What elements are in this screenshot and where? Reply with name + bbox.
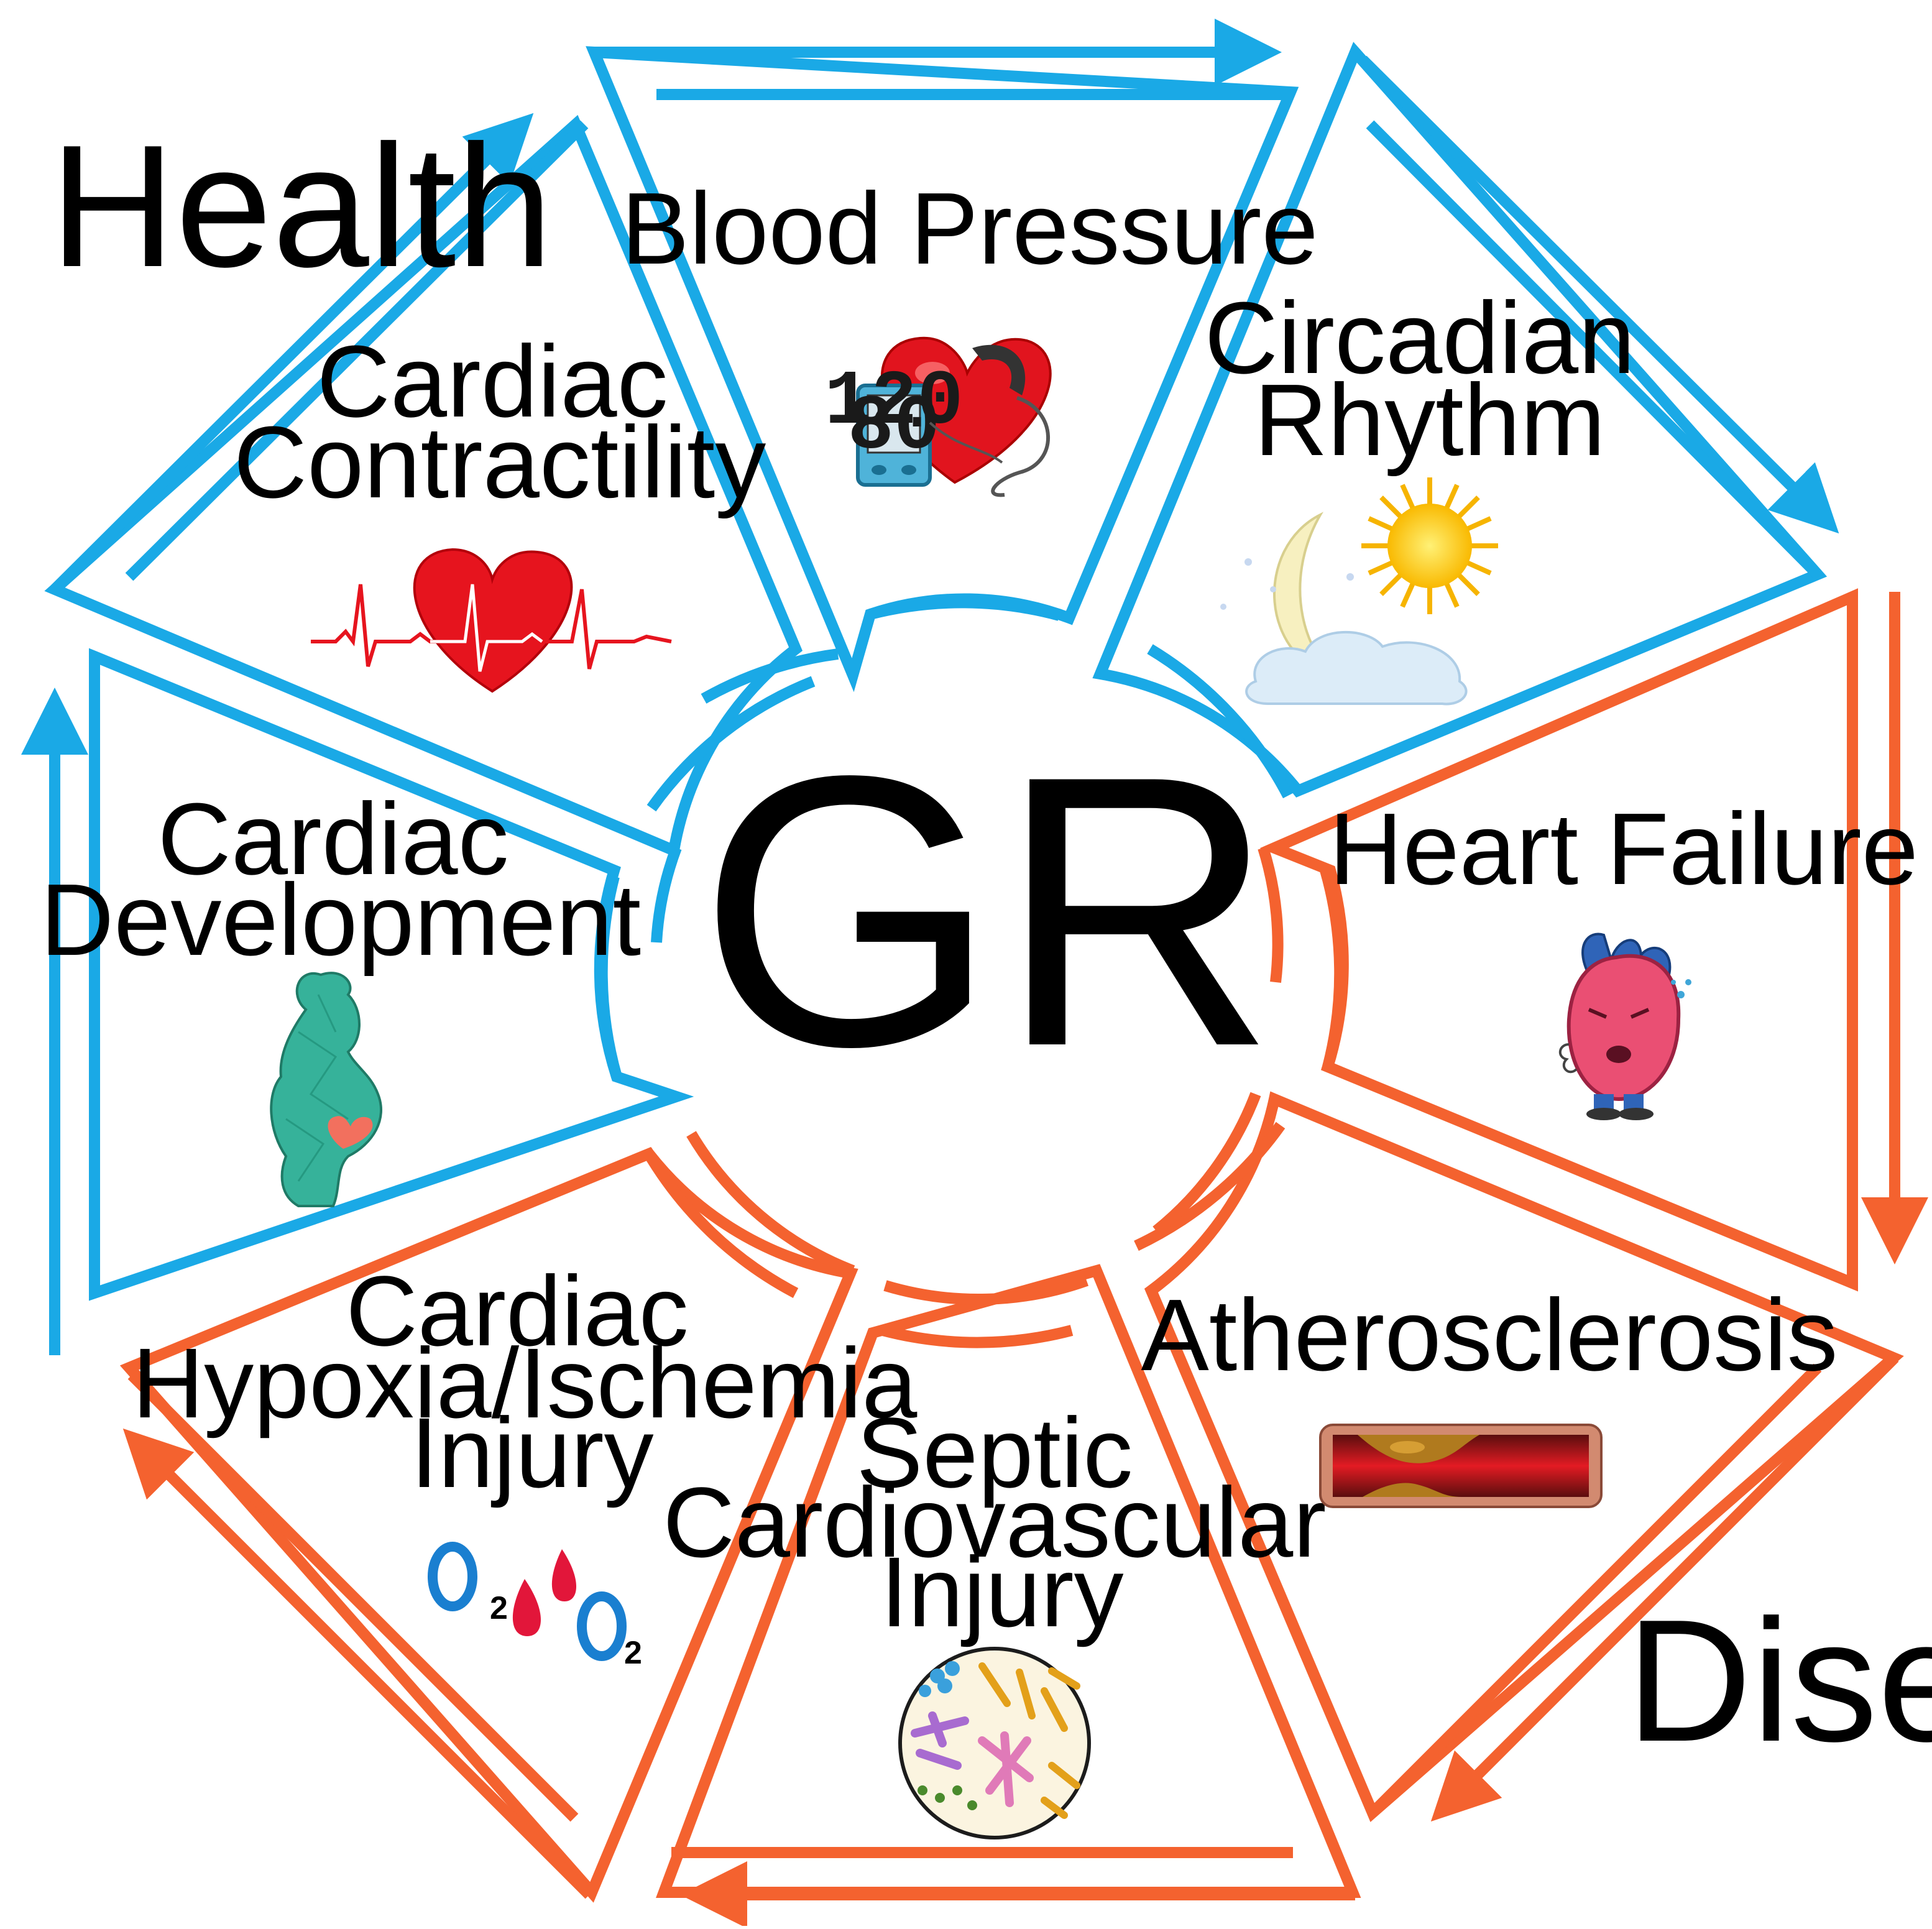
center-label: GR xyxy=(698,696,1276,1126)
label-hypoxia-line2: Hypoxia/Ischemia xyxy=(132,1327,918,1439)
bacteria-petri-dish-icon xyxy=(898,1647,1091,1839)
label-development-line1: Cardiac xyxy=(157,782,508,896)
ring-arc-blue-4 xyxy=(596,875,622,1079)
health-label: Health xyxy=(50,109,553,303)
ring-arc-blue-3 xyxy=(1147,644,1293,799)
track-lower-right xyxy=(1368,1363,1822,1817)
blood-pressure-monitor-heart-icon: 120 80 xyxy=(824,336,1052,497)
arrow-lower-left xyxy=(122,1428,594,1899)
label-atherosclerosis: Atherosclerosis xyxy=(1141,1278,1838,1392)
arrow-upper-right xyxy=(1358,55,1839,534)
ring-arc-red-1 xyxy=(1320,868,1346,1069)
blood-drop-left xyxy=(512,1579,541,1636)
segment-outline-circadian-rhythm xyxy=(1092,42,1828,798)
ring-arc-red-5 xyxy=(1258,846,1284,983)
monitor-reading-bottom: 80 xyxy=(848,384,941,471)
o2-subscript-left: 2 xyxy=(490,1590,508,1626)
label-hypoxia-line3: Injury xyxy=(410,1397,653,1508)
label-septic-line3: Injury xyxy=(880,1536,1123,1647)
label-heart-failure: Heart Failure xyxy=(1329,792,1918,906)
inner-ring-arcs xyxy=(596,597,1346,1348)
plaque-artery-icon xyxy=(1319,1424,1603,1508)
label-septic-line1: Septic xyxy=(857,1397,1133,1508)
arrow-upper-left xyxy=(50,113,534,594)
moon-sun-cloud-icon xyxy=(1220,477,1498,706)
label-contractility-line2: Contractility xyxy=(234,405,766,519)
ring-arc-red-6 xyxy=(1152,1092,1261,1236)
label-hypoxia-line1: Cardiac xyxy=(346,1255,688,1366)
ring-arc-red-3 xyxy=(881,1325,1074,1348)
arrow-lower-right xyxy=(1430,1353,1899,1822)
cycle-arrows xyxy=(21,19,1928,1928)
track-lower-left xyxy=(127,1371,579,1822)
ring-arc-red-4 xyxy=(642,1147,799,1298)
segment-outline-atherosclerosis xyxy=(1144,1091,1904,1822)
segment-labels: Blood Pressure Circadian Rhythm Heart Fa… xyxy=(40,172,1918,1647)
star-icons xyxy=(1220,558,1354,610)
label-blood-pressure: Blood Pressure xyxy=(621,172,1318,285)
label-circadian-line2: Rhythm xyxy=(1254,363,1605,477)
ring-arc-blue-2 xyxy=(868,597,1061,621)
oxygen-blood-drops-icon: 2 2 xyxy=(428,1542,642,1671)
heart-ecg-icon xyxy=(311,548,672,693)
track-upper-left xyxy=(125,120,589,581)
track-upper-right xyxy=(1366,120,1822,579)
label-contractility-line1: Cardiac xyxy=(316,325,668,438)
disease-label: Disease xyxy=(1626,1584,1932,1778)
o2-subscript-right: 2 xyxy=(624,1635,642,1671)
ring-arc-red-8 xyxy=(686,1131,855,1276)
sick-heart-icon xyxy=(1559,932,1691,1120)
label-circadian-line1: Circadian xyxy=(1205,281,1635,395)
blood-drop-right xyxy=(551,1549,576,1601)
ring-arc-blue-6 xyxy=(651,845,682,943)
cloud-icon xyxy=(1245,630,1468,706)
ring-arc-blue-5 xyxy=(701,648,839,704)
ring-arc-red-7 xyxy=(883,1275,1089,1305)
label-development-line2: Development xyxy=(40,863,641,977)
ring-arc-blue-1 xyxy=(646,676,816,812)
label-septic-line2: Cardiovascular xyxy=(663,1466,1326,1578)
sun-icon xyxy=(1387,504,1472,588)
pregnant-woman-heart-icon xyxy=(270,972,382,1207)
ring-arc-red-2 xyxy=(1134,1121,1286,1251)
